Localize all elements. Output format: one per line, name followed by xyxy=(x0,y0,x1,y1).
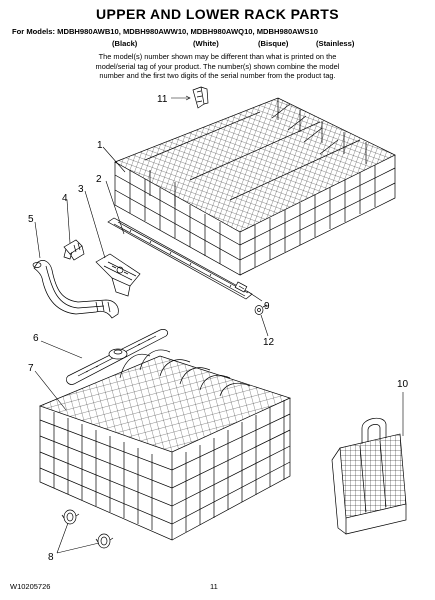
leader-1 xyxy=(102,146,126,173)
part-11-rack-clip xyxy=(192,86,209,109)
callout-2: 2 xyxy=(96,174,102,185)
callout-3: 3 xyxy=(78,184,84,195)
models-line: For Models: MDBH980AWB10, MDBH980AWW10, … xyxy=(12,27,318,36)
arrowhead-11 xyxy=(185,95,191,101)
callout-numbers: 11 1 2 3 4 5 6 7 8 9 10 12 xyxy=(28,94,409,563)
part-7-lower-rack xyxy=(39,349,291,541)
callout-1: 1 xyxy=(97,140,103,151)
color-black: (Black) xyxy=(112,39,138,48)
part-12-roller xyxy=(254,304,268,315)
note-line-1: The model(s) number shown may be differe… xyxy=(98,52,337,61)
document-number: W10205726 xyxy=(10,582,51,591)
leader-5 xyxy=(34,221,41,259)
color-white: (White) xyxy=(193,39,219,48)
leader-7 xyxy=(34,370,67,411)
part-1-upper-rack xyxy=(114,97,396,276)
callout-10: 10 xyxy=(397,379,409,390)
leader-lines xyxy=(34,95,404,554)
callout-11: 11 xyxy=(157,94,168,105)
leader-6 xyxy=(40,340,83,359)
note-line-2: model/serial tag of your product. The nu… xyxy=(95,61,340,71)
leader-8 xyxy=(56,522,100,554)
model-number-note: The model(s) number shown may be differe… xyxy=(60,52,375,81)
part-5-conduit xyxy=(32,260,119,319)
part-8-wheels xyxy=(61,509,114,549)
leader-4 xyxy=(66,199,71,244)
color-bisque: (Bisque) xyxy=(258,39,289,48)
callout-4: 4 xyxy=(62,193,68,204)
note-line-3: number and the first two digits of the s… xyxy=(99,71,336,81)
callout-9: 9 xyxy=(264,301,270,312)
leader-12 xyxy=(260,314,269,337)
leader-2 xyxy=(105,180,125,235)
callout-12: 12 xyxy=(263,337,275,348)
callout-5: 5 xyxy=(28,214,34,225)
part-6-lower-spray-arm xyxy=(66,329,168,385)
callout-6: 6 xyxy=(33,333,39,344)
color-stainless: (Stainless) xyxy=(316,39,355,48)
leader-3 xyxy=(84,190,106,259)
callout-8: 8 xyxy=(48,552,54,563)
callout-7: 7 xyxy=(28,363,34,374)
leader-9 xyxy=(246,290,263,302)
part-3-spray-manifold xyxy=(95,253,141,297)
page-title: UPPER AND LOWER RACK PARTS xyxy=(96,6,339,22)
part-4-bracket xyxy=(63,239,85,261)
part-9-rack-stop xyxy=(234,281,248,293)
part-10-silverware-basket xyxy=(331,417,407,535)
page-number: 11 xyxy=(210,582,218,591)
